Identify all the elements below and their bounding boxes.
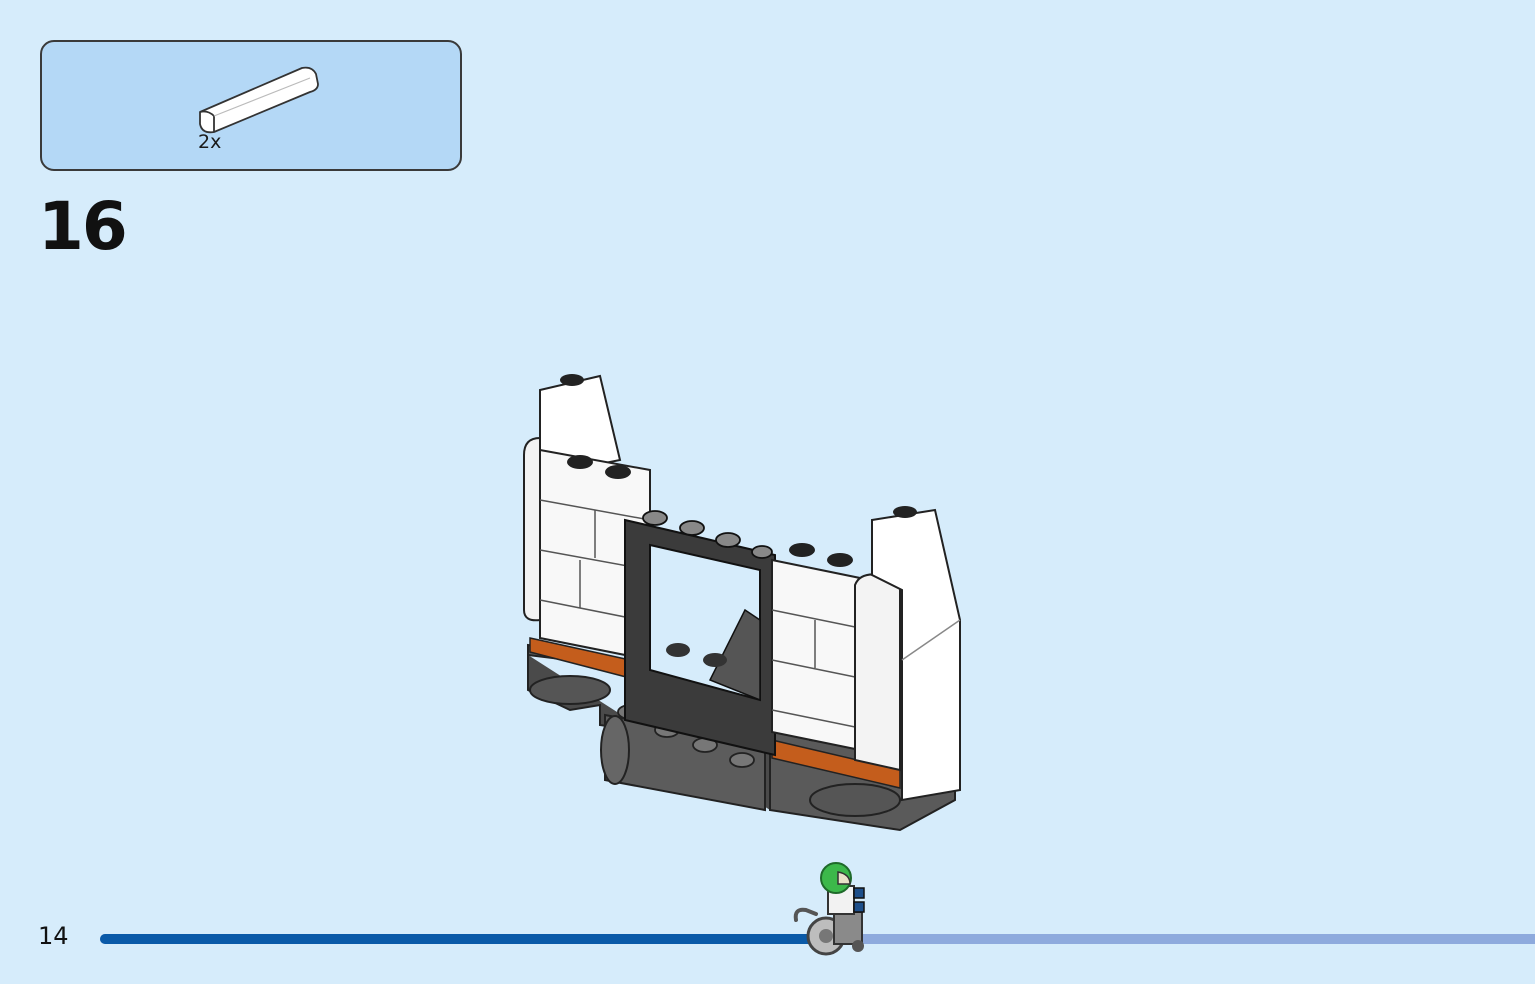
page-number: 14 xyxy=(38,922,69,950)
step-number: 16 xyxy=(38,188,128,265)
progress-bar-fill xyxy=(100,934,818,944)
white-round-brick-icon xyxy=(199,66,319,134)
build-model-illustration xyxy=(523,374,961,832)
minifigure-wheelchair-icon xyxy=(793,862,865,956)
part-quantity-label: 2x xyxy=(198,131,222,153)
parts-callout-box: 2x xyxy=(40,40,462,171)
